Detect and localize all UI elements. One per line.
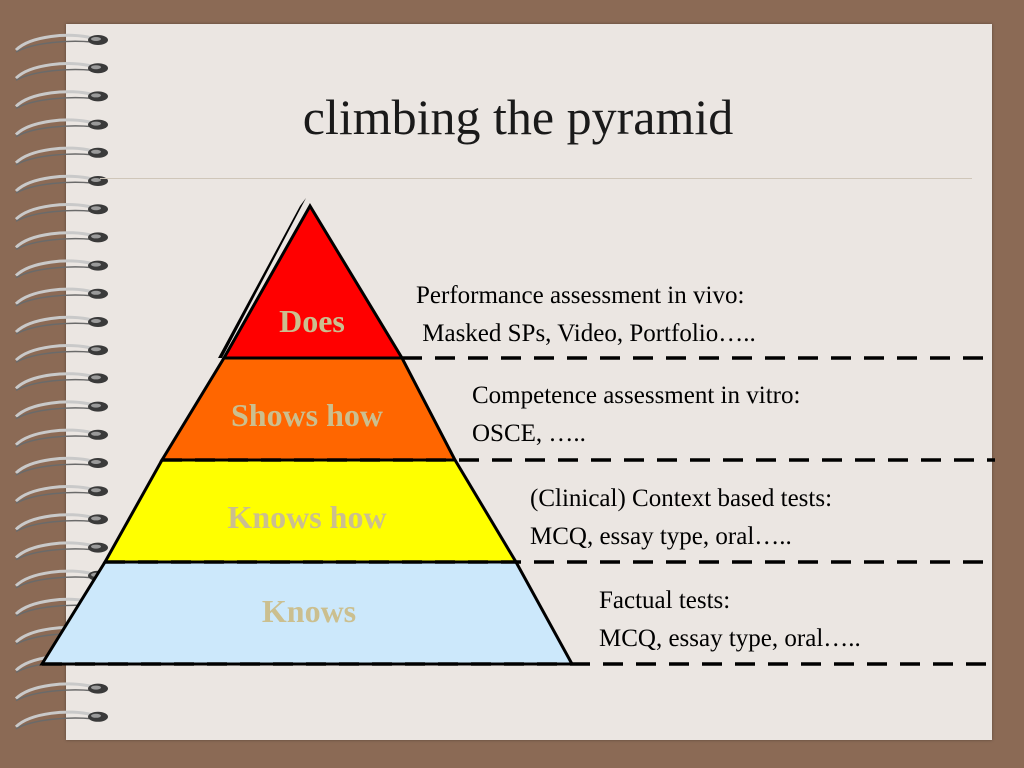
spiral-ring bbox=[14, 33, 108, 53]
spiral-ring bbox=[14, 203, 108, 222]
pyramid-shadow bbox=[218, 198, 306, 358]
spiral-ring bbox=[14, 62, 108, 81]
spiral-ring bbox=[14, 456, 108, 476]
spiral-ring bbox=[14, 344, 108, 363]
desc-knows-line1: Factual tests: bbox=[599, 587, 731, 614]
desc-knows-how-line1: (Clinical) Context based tests: bbox=[530, 485, 833, 512]
desc-does: Performance assessment in vivo: Masked S… bbox=[416, 277, 756, 353]
spiral-ring bbox=[14, 118, 108, 138]
spiral-ring bbox=[14, 287, 108, 307]
desc-does-line1: Performance assessment in vivo: bbox=[416, 282, 745, 309]
spiral-ring bbox=[14, 231, 108, 251]
spiral-ring bbox=[14, 259, 108, 279]
tier-label-knows-how: Knows how bbox=[227, 499, 386, 535]
spiral-ring bbox=[14, 372, 108, 392]
spiral-ring bbox=[14, 682, 108, 702]
desc-shows-how-line1: Competence assessment in vitro: bbox=[472, 382, 801, 409]
tier-label-knows: Knows bbox=[262, 593, 356, 629]
desc-knows: Factual tests: MCQ, essay type, oral….. bbox=[599, 582, 861, 658]
spiral-ring bbox=[14, 90, 108, 110]
spiral-ring bbox=[14, 541, 108, 561]
spiral-ring bbox=[14, 146, 108, 166]
spiral-ring bbox=[14, 315, 108, 335]
spiral-ring bbox=[14, 400, 108, 420]
slide-title: climbing the pyramid bbox=[302, 89, 734, 145]
spiral-ring bbox=[14, 710, 108, 730]
desc-knows-how: (Clinical) Context based tests: MCQ, ess… bbox=[530, 480, 832, 556]
desc-does-line2: Masked SPs, Video, Portfolio….. bbox=[416, 320, 756, 347]
spiral-ring bbox=[14, 485, 108, 504]
desc-knows-line2: MCQ, essay type, oral….. bbox=[599, 625, 861, 652]
tier-label-shows-how: Shows how bbox=[231, 397, 383, 433]
spiral-ring bbox=[14, 428, 108, 448]
spiral-ring bbox=[14, 513, 108, 533]
desc-knows-how-line2: MCQ, essay type, oral….. bbox=[530, 523, 792, 550]
desc-shows-how: Competence assessment in vitro: OSCE, ….… bbox=[472, 377, 800, 453]
tier-label-does: Does bbox=[279, 303, 345, 339]
desc-shows-how-line2: OSCE, ….. bbox=[472, 420, 586, 447]
title-divider bbox=[100, 178, 972, 179]
